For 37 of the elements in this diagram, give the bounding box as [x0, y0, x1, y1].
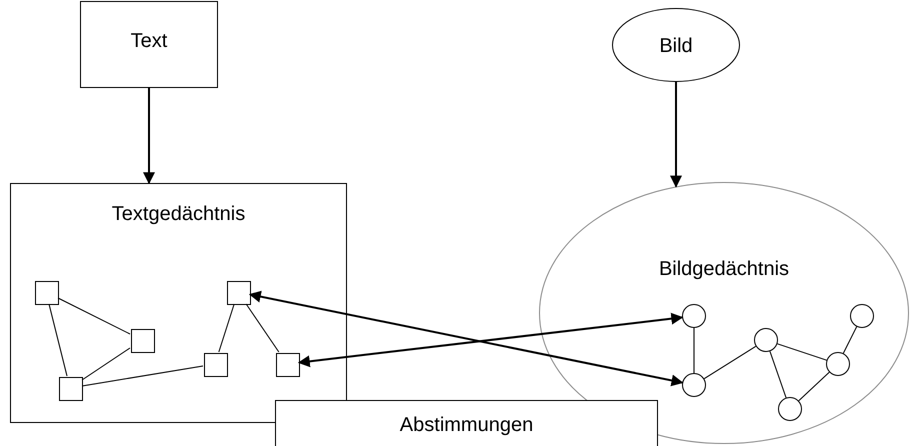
- circle-node: [778, 397, 802, 421]
- node-label: Abstimmungen: [398, 414, 534, 437]
- node-label: Bildgedächtnis: [658, 258, 790, 281]
- ellipse-node: [612, 8, 740, 82]
- connector-line: [704, 346, 756, 380]
- labeled-box: [10, 183, 347, 423]
- connector-line: [798, 372, 830, 402]
- connector-line: [48, 304, 68, 376]
- circle-node: [850, 304, 874, 328]
- arrow: [670, 82, 682, 188]
- node-label: Bild: [658, 35, 694, 58]
- square-node: [227, 281, 251, 305]
- arrow: [143, 88, 155, 184]
- circle-node: [754, 328, 778, 352]
- circle-node: [826, 352, 850, 376]
- labeled-box: [80, 1, 218, 88]
- connector-line: [246, 304, 280, 352]
- square-node: [59, 377, 83, 401]
- node-label: Text: [130, 30, 168, 53]
- connector-line: [58, 298, 130, 334]
- square-node: [204, 353, 228, 377]
- square-node: [35, 281, 59, 305]
- connector-line: [218, 304, 235, 352]
- arrow: [248, 290, 684, 386]
- node-label: Textgedächtnis: [110, 203, 246, 226]
- square-node: [276, 353, 300, 377]
- connector-line: [776, 343, 828, 361]
- arrow: [298, 312, 684, 368]
- labeled-box: [275, 400, 658, 446]
- circle-node: [682, 373, 706, 397]
- square-node: [131, 329, 155, 353]
- ellipse-node: [539, 182, 909, 444]
- connector-line: [82, 365, 204, 387]
- connector-line: [82, 348, 130, 380]
- circle-node: [682, 304, 706, 328]
- connector-line: [769, 350, 787, 398]
- connector-line: [842, 326, 858, 354]
